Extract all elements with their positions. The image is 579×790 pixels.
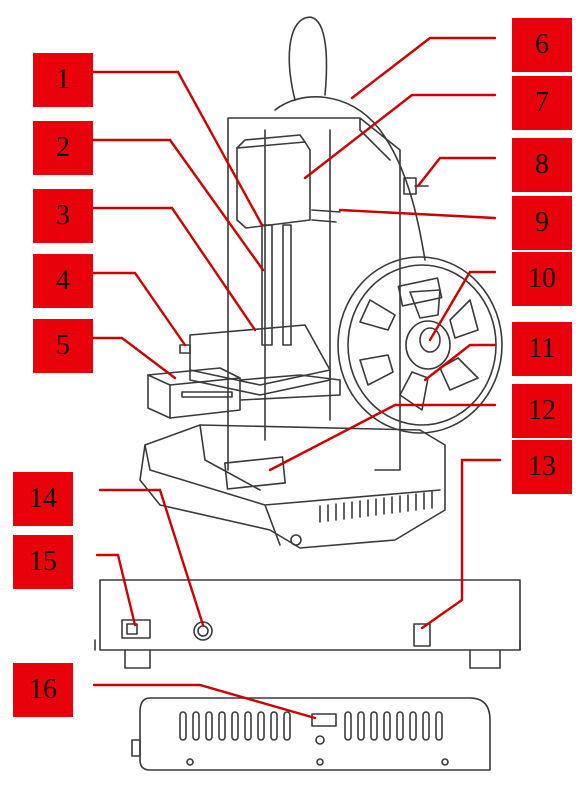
callout-13-number: 13 <box>528 451 556 482</box>
leader-lines <box>88 36 502 720</box>
filament-feed <box>274 96 426 261</box>
callout-14: 14 <box>13 472 73 526</box>
callout-6-number: 6 <box>535 29 549 60</box>
callout-8: 8 <box>512 138 572 192</box>
callout-15: 15 <box>13 535 73 589</box>
callout-7-number: 7 <box>535 87 549 118</box>
leader-12 <box>268 403 497 472</box>
bottom-vents <box>179 711 443 741</box>
control-screen <box>223 456 287 490</box>
leader-1 <box>90 70 264 227</box>
carriage-box <box>147 367 241 419</box>
bottom-sd-slot <box>311 713 337 727</box>
callout-8-number: 8 <box>535 149 549 180</box>
callout-11-number: 11 <box>528 333 556 364</box>
callout-11: 11 <box>512 322 572 376</box>
filament-tube <box>288 16 328 101</box>
leader-3 <box>88 206 257 332</box>
spool-outer <box>337 256 503 434</box>
printer-base <box>139 424 446 549</box>
callout-12: 12 <box>512 384 572 438</box>
bottom-view-body <box>139 697 491 771</box>
callout-9: 9 <box>512 196 572 250</box>
callout-6: 6 <box>512 18 572 72</box>
spool-hub <box>405 320 451 370</box>
side-view-body <box>99 579 521 651</box>
build-plate <box>189 324 331 386</box>
spool-spokes <box>359 289 479 411</box>
callout-2-number: 2 <box>56 132 70 163</box>
leader-8 <box>416 156 497 188</box>
leader-5 <box>90 336 177 380</box>
base-vents <box>319 491 433 523</box>
spool-label <box>397 277 443 307</box>
upright-rod <box>261 224 273 346</box>
callout-5-number: 5 <box>56 330 70 361</box>
callout-13: 13 <box>512 440 572 494</box>
callout-7: 7 <box>512 76 572 130</box>
leader-6 <box>350 36 497 100</box>
callout-4-number: 4 <box>56 265 70 296</box>
callout-2: 2 <box>33 121 93 175</box>
callout-10: 10 <box>512 252 572 306</box>
callout-4: 4 <box>33 254 93 308</box>
leader-9 <box>338 208 497 220</box>
callout-15-number: 15 <box>29 546 57 577</box>
leader-16 <box>92 683 317 720</box>
leader-14 <box>98 488 205 627</box>
tower-front <box>264 129 331 441</box>
leader-13 <box>420 458 502 630</box>
callout-12-number: 12 <box>528 395 556 426</box>
callout-3-number: 3 <box>56 200 70 231</box>
extruder-head <box>236 141 311 229</box>
callout-5: 5 <box>33 319 93 373</box>
side-power-switch <box>121 619 151 639</box>
callout-16: 16 <box>13 663 73 717</box>
callout-1: 1 <box>33 53 93 107</box>
upright-rod-2 <box>282 224 292 346</box>
leader-7 <box>303 93 497 180</box>
side-usb-port <box>413 623 431 647</box>
callout-10-number: 10 <box>528 263 556 294</box>
callout-1-number: 1 <box>56 64 70 95</box>
leader-2 <box>90 138 265 272</box>
callout-3: 3 <box>33 189 93 243</box>
leader-4 <box>90 271 187 347</box>
leader-11 <box>423 343 497 382</box>
leader-10 <box>428 270 497 342</box>
leader-15 <box>95 553 137 627</box>
callout-14-number: 14 <box>29 483 57 514</box>
callout-9-number: 9 <box>535 207 549 238</box>
callout-16-number: 16 <box>29 674 57 705</box>
